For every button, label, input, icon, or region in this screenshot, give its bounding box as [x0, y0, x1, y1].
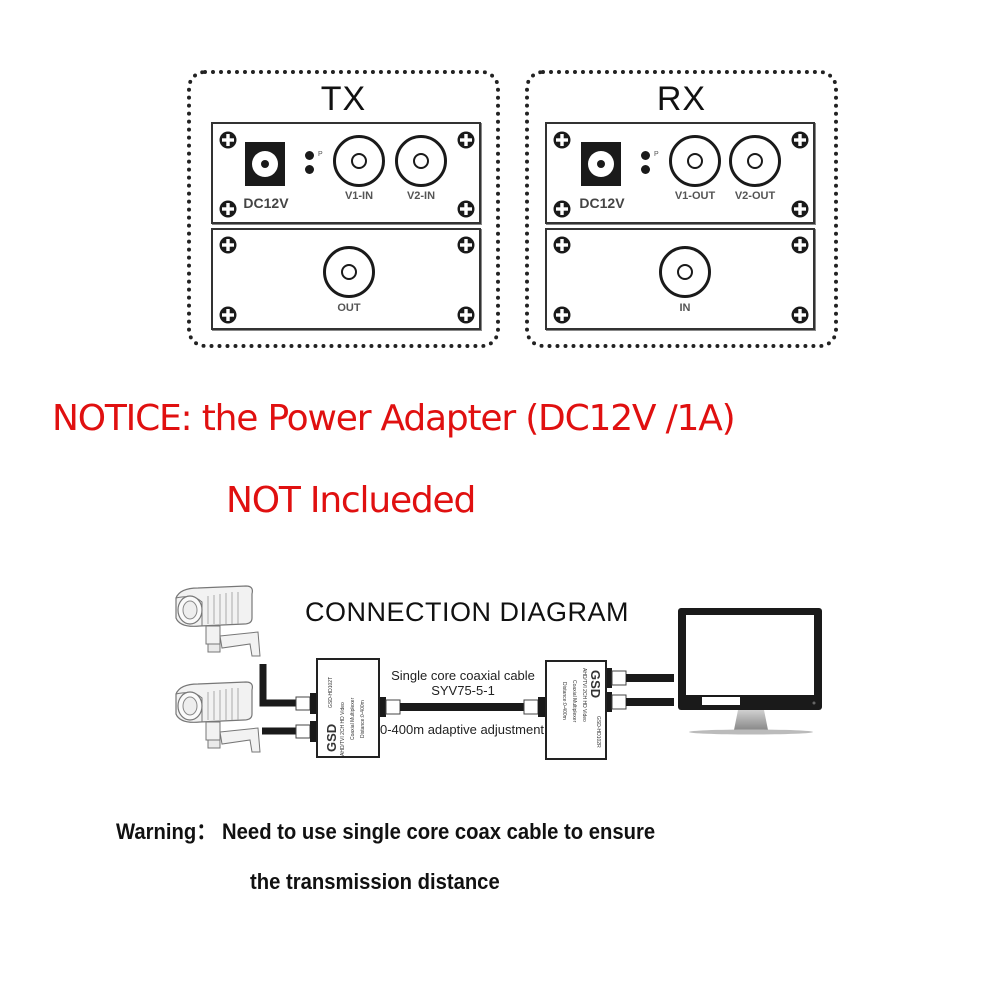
tx-panel: TX DC12V P V1-IN V2-IN OUT [187, 70, 500, 348]
tx-device-model: GSD-HD102T [328, 676, 334, 708]
port-v1-label: V1-OUT [674, 190, 716, 202]
tx-device-brand: GSD [324, 723, 339, 752]
notice-line-1: NOTICE: the Power Adapter (DC12V /1A) [52, 398, 736, 439]
port-v1-label: V1-IN [344, 190, 374, 202]
rx-top-face: DC12V P V1-OUT V2-OUT [545, 122, 815, 224]
tx-device-desc-3: Distance:0-400m [360, 700, 366, 738]
warning-line-2: the transmission distance [250, 869, 500, 894]
connection-diagram-title: CONNECTION DIAGRAM [305, 597, 630, 627]
connection-wiring [259, 664, 674, 742]
camera-1-cable [259, 664, 296, 707]
led-label: P [654, 151, 659, 158]
bnc-port-v1-icon [669, 135, 721, 187]
bnc-port-v2-icon [395, 135, 447, 187]
rx-panel: RX DC12V P V1-OUT V2-OUT IN [525, 70, 838, 348]
notice-line-2: NOT Inclueded [226, 480, 476, 521]
bnc-port-out-icon [323, 246, 375, 298]
bnc-connector-icon [605, 668, 627, 688]
port-in-label: IN [679, 302, 691, 314]
tx-panel-title: TX [320, 80, 367, 118]
bnc-connector-icon [295, 693, 317, 714]
rx-device-brand: GSD [588, 670, 603, 699]
bnc-connector-icon [605, 692, 627, 712]
bnc-port-v2-icon [729, 135, 781, 187]
camera-icon [175, 585, 261, 657]
rx-bottom-face: IN [545, 228, 815, 330]
bnc-port-v1-icon [333, 135, 385, 187]
led-indicator-icon [641, 165, 650, 174]
power-label: DC12V [579, 195, 625, 211]
led-indicator-icon [305, 165, 314, 174]
led-indicator-icon [305, 151, 314, 160]
rx-device-desc-3: Distance:0-400m [561, 682, 567, 720]
dc-power-jack-icon [245, 142, 285, 186]
tx-bottom-face: OUT [211, 228, 481, 330]
cable-model-label: SYV75-5-1 [431, 683, 495, 698]
bnc-connector-icon [295, 721, 317, 742]
rx-device-model: GSD-HD102R [595, 716, 601, 748]
port-v2-label: V2-OUT [734, 190, 776, 202]
tx-device-desc-2: Coaxial Multiplexer [350, 697, 356, 740]
tx-top-face: DC12V P V1-IN V2-IN [211, 122, 481, 224]
rx-input-connector-icon [538, 697, 545, 717]
led-label: P [318, 151, 323, 158]
port-v2-label: V2-IN [406, 190, 436, 202]
bnc-port-in-icon [659, 246, 711, 298]
warning-line-1: Warning： Need to use single core coax ca… [116, 819, 656, 844]
rx-multiplexer-device: GSD GSD-HD102R AHD/TVI 2CH HD Video Coax… [545, 660, 607, 760]
port-out-label: OUT [337, 302, 361, 314]
rx-panel-title: RX [656, 80, 707, 118]
rx-device-desc-2: Coaxial Multiplexer [571, 680, 577, 723]
cable-type-label: Single core coaxial cable [391, 668, 535, 683]
rx-device-desc-1: AHD/TVI 2CH HD Video [581, 668, 587, 722]
dc-power-jack-icon [581, 142, 621, 186]
led-indicator-icon [641, 151, 650, 160]
tx-device-desc-1: AHD/TVI 2CH HD Video [340, 702, 346, 756]
tx-output-connector-icon [379, 697, 386, 717]
monitor-icon [678, 608, 822, 735]
power-label: DC12V [243, 195, 289, 211]
distance-label: 0-400m adaptive adjustment [380, 722, 545, 737]
tx-multiplexer-device: GSD GSD-HD102T AHD/TVI 2CH HD Video Coax… [316, 658, 380, 758]
camera-icon [175, 681, 261, 753]
